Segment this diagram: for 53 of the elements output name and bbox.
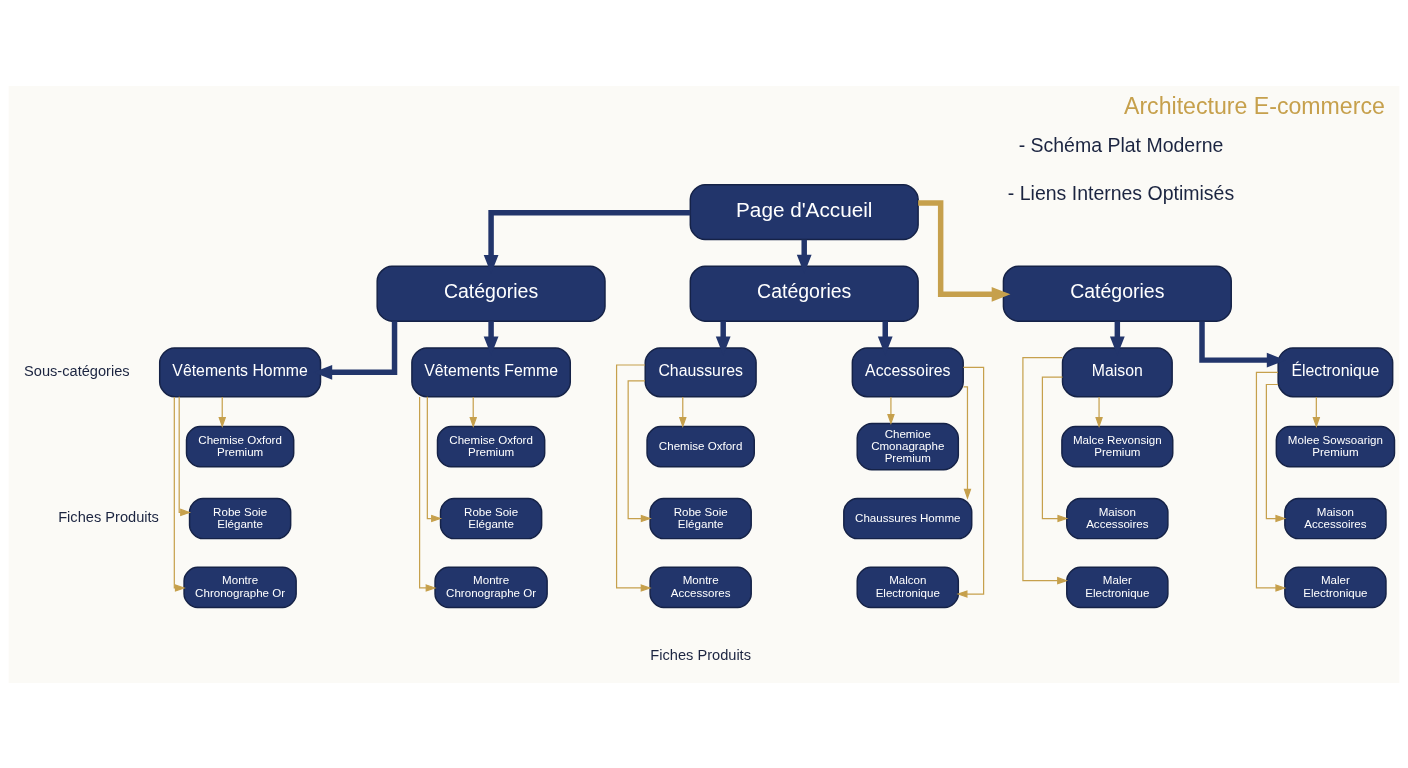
- node-box: Montre Chronographe Or: [183, 566, 297, 608]
- node-box: Chemioe Cmonagraphe Premium: [856, 422, 960, 471]
- arrow: [419, 395, 437, 592]
- arrow: [218, 395, 227, 428]
- arrow: [956, 366, 985, 598]
- node-box: Malcon Electronique: [856, 566, 960, 608]
- arrow: [918, 199, 1011, 302]
- label: Fiches Produits: [58, 508, 159, 525]
- diagram-title: Architecture E-commerce: [1123, 92, 1385, 119]
- node-box: Chaussures: [644, 346, 757, 397]
- node-box: Robe Soie Elégante: [649, 497, 752, 539]
- node-box: Maison: [1061, 346, 1173, 397]
- node-box: Molee Sowsoarign Premium: [1275, 425, 1396, 467]
- node-box: Maison Accessoires: [1066, 497, 1169, 539]
- node-box: Chemise Oxford Premium: [185, 425, 295, 467]
- arrow: [615, 363, 652, 592]
- node-box: Robe Soie Elégante: [188, 497, 292, 539]
- node-box: Robe Soie Elégante: [439, 497, 543, 539]
- arrow: [1095, 395, 1103, 428]
- label: Sous-catégories: [24, 362, 130, 379]
- node-box: Chemise Oxford: [646, 425, 755, 467]
- arrow: [469, 395, 478, 428]
- label: Fiches Produits: [650, 646, 751, 663]
- node-box: Catégories: [689, 265, 919, 322]
- node-box: Chaussures Homme: [843, 497, 973, 539]
- arrow: [173, 395, 186, 592]
- node-box: Maler Electronique: [1284, 566, 1387, 608]
- node-box: Électronique: [1277, 346, 1394, 397]
- node-box: Maison Accessoires: [1284, 497, 1387, 539]
- node-box: Maler Electronique: [1066, 566, 1169, 608]
- arrow: [1041, 376, 1069, 522]
- node-box: Montre Accessores: [649, 566, 752, 608]
- arrow: [962, 385, 972, 500]
- label: - Schéma Plat Moderne: [1018, 133, 1224, 156]
- node-box: Catégories: [376, 265, 606, 322]
- node-box: Chemise Oxford Premium: [436, 425, 546, 467]
- arrow: [1022, 356, 1069, 584]
- node-box: Catégories: [1002, 265, 1232, 322]
- arrow: [887, 395, 895, 425]
- node-box: Montre Chronographe Or: [434, 566, 548, 608]
- node-box: Accessoires: [851, 346, 964, 397]
- arrow: [1265, 383, 1287, 522]
- node-box: Malce Revonsign Premium: [1061, 425, 1174, 467]
- arrow: [627, 379, 652, 522]
- arrow: [678, 395, 687, 428]
- node-box: Page d'Accueil: [689, 183, 919, 240]
- arrow: [178, 395, 192, 516]
- arrow: [1312, 395, 1321, 428]
- node-box: Vêtements Femme: [411, 346, 571, 397]
- arrow: [426, 395, 443, 522]
- arrow: [1255, 371, 1287, 592]
- node-box: Vêtements Homme: [158, 346, 322, 397]
- label: - Liens Internes Optimisés: [1007, 181, 1235, 204]
